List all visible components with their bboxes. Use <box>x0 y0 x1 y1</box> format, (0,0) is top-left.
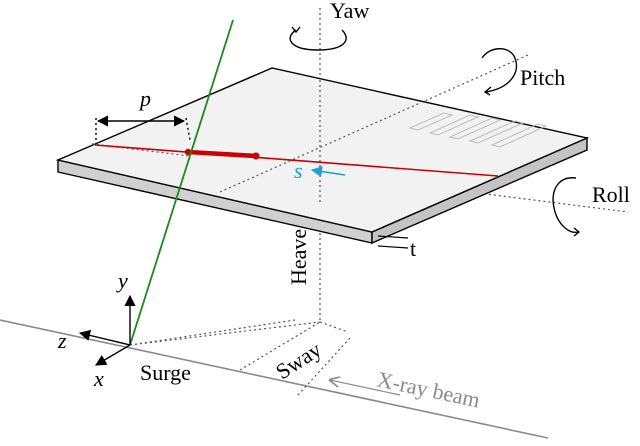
axis-z-label: z <box>57 328 67 353</box>
red-track-line <box>94 144 499 177</box>
xray-beam-arrow <box>330 380 401 396</box>
green-beam-line <box>129 19 234 346</box>
s-arrow <box>310 165 346 178</box>
plate-slots <box>408 112 548 148</box>
pitch-rotation-icon <box>481 48 518 96</box>
plate-top <box>55 67 590 233</box>
s-label: s <box>294 158 303 183</box>
roll-label: Roll <box>592 182 630 207</box>
pitch-label: Pitch <box>520 65 565 90</box>
yaw-label: Yaw <box>330 0 369 23</box>
yaw-rotation-icon <box>289 26 347 51</box>
xray-beam-label: X-ray beam <box>375 366 482 412</box>
sway-label: Sway <box>271 337 326 385</box>
xray-beam-line <box>0 319 549 439</box>
coordinate-frame <box>78 294 136 366</box>
red-dot-start <box>184 148 192 156</box>
roll-rotation-icon <box>552 177 581 237</box>
p-label: p <box>138 86 151 111</box>
surge-label: Surge <box>140 360 191 385</box>
red-track-segment <box>187 149 257 159</box>
heave-label: Heave <box>286 229 311 285</box>
red-dot-end <box>252 152 260 160</box>
t-dimension <box>377 235 409 249</box>
t-label: t <box>410 236 416 261</box>
axis-y-label: y <box>116 268 128 293</box>
p-dimension <box>95 115 191 141</box>
axis-x-label: x <box>93 366 104 391</box>
